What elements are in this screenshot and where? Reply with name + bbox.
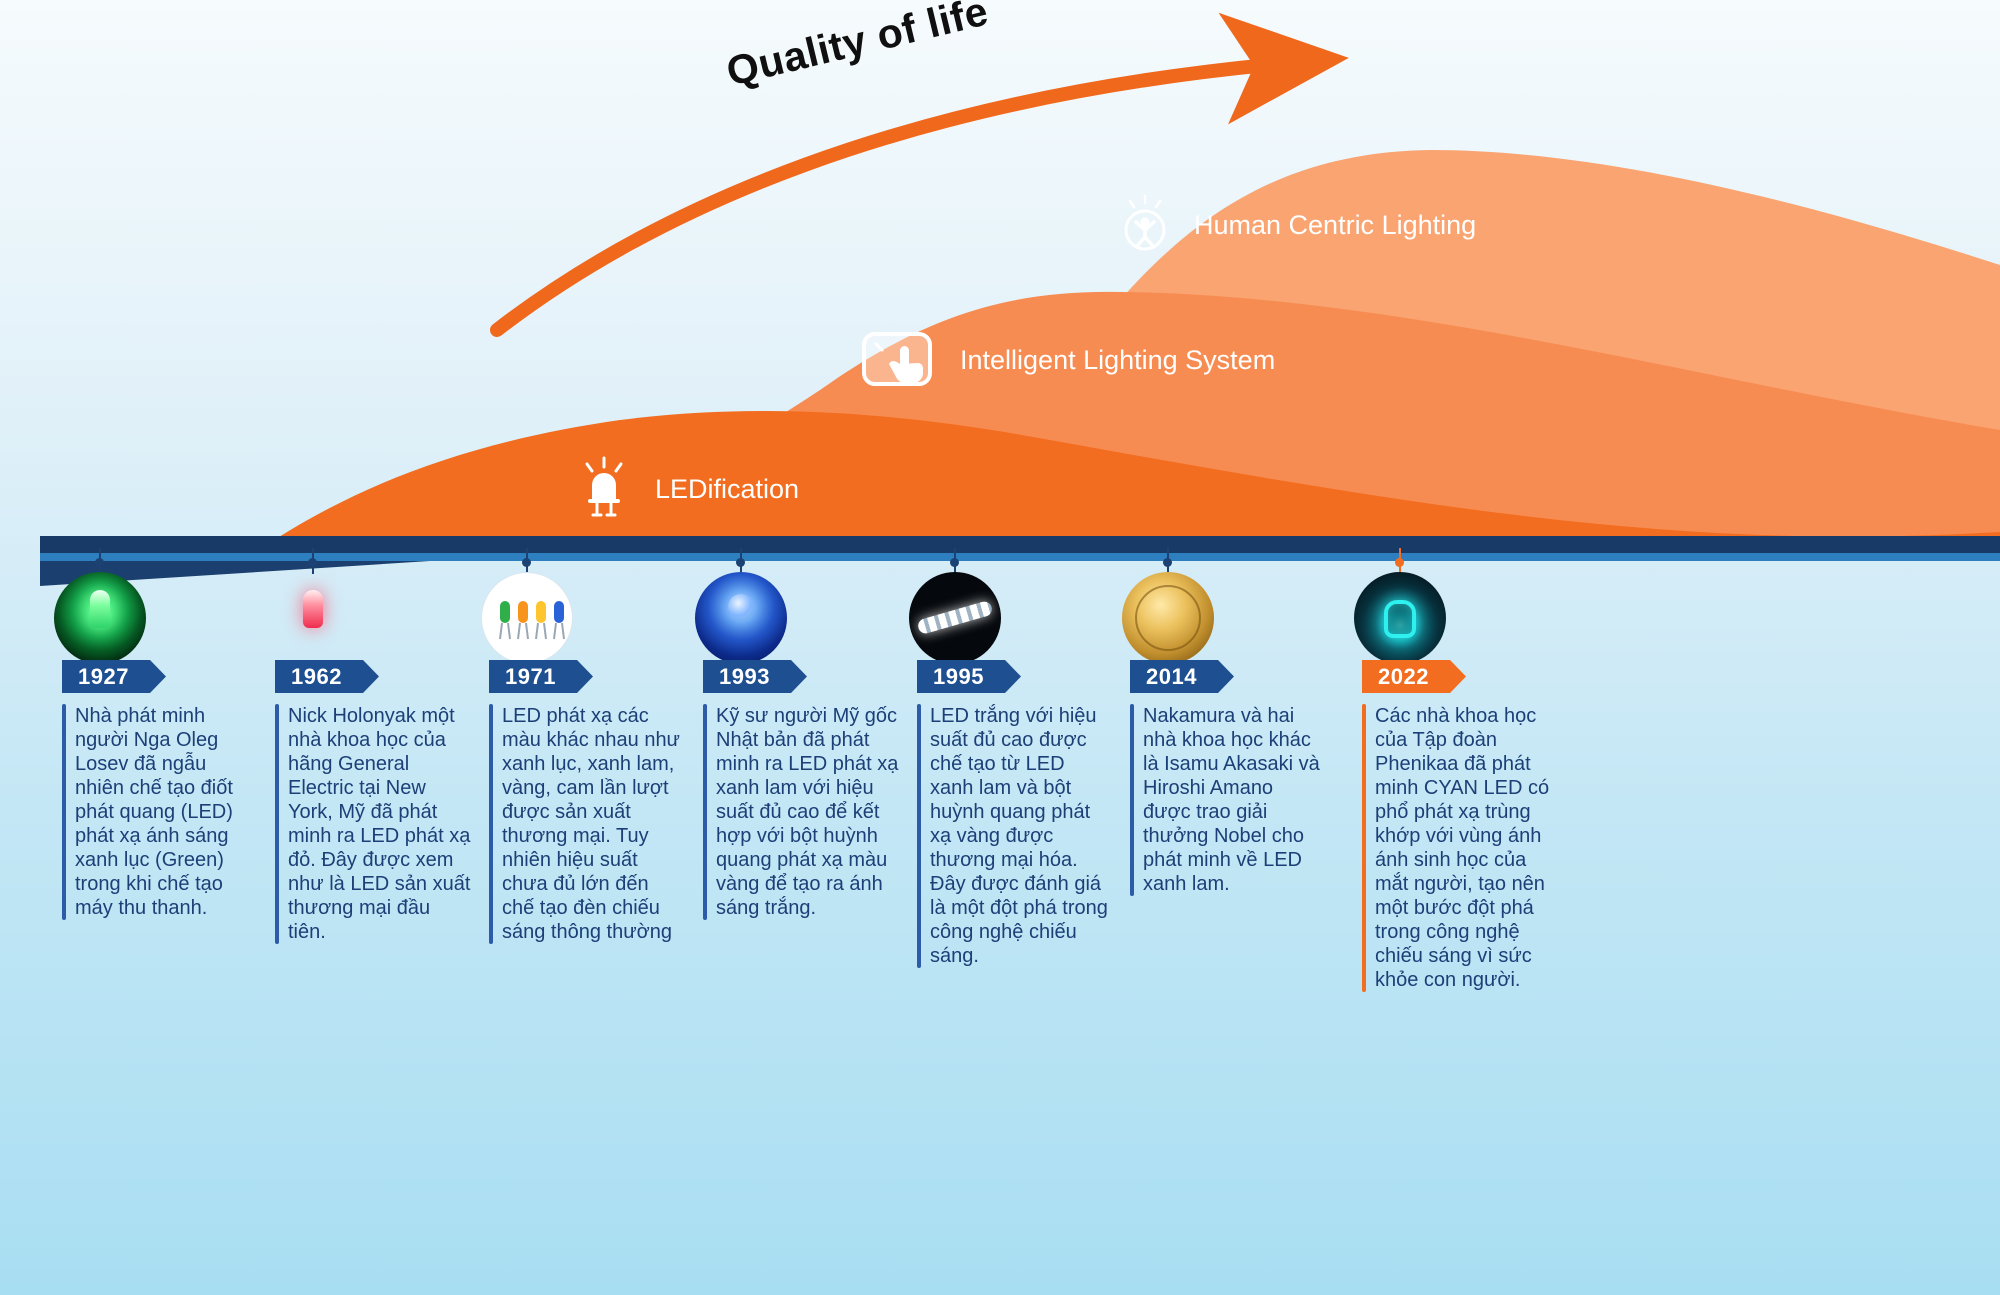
connector-dot [1395, 558, 1404, 567]
accent-line [275, 704, 279, 944]
stage-label: Intelligent Lighting System [960, 344, 1276, 375]
stage-human-centric: Human Centric Lighting [1118, 194, 1476, 256]
color-leds-photo [481, 572, 573, 664]
connector-dot [950, 558, 959, 567]
connector-dot [522, 558, 531, 567]
cyan-led-photo [1354, 572, 1446, 664]
timeline-bar-blue [40, 553, 2000, 561]
milestone-description: Kỹ sư người Mỹ gốc Nhật bản đã phát minh… [716, 705, 899, 919]
quality-arrow [490, 12, 1349, 337]
accent-line [1362, 704, 1366, 992]
milestone-description: LED phát xạ các màu khác nhau như xanh l… [502, 705, 680, 943]
color-leds-graphic [499, 601, 565, 640]
human-in-bulb-icon [1124, 194, 1166, 251]
connector-dot [736, 558, 745, 567]
year-badge: 1971 [489, 660, 593, 693]
green-led-photo [54, 572, 146, 664]
year-badge: 1993 [703, 660, 807, 693]
year-label: 1993 [719, 663, 770, 689]
stage-intelligent-lighting: Intelligent Lighting System [860, 328, 1275, 392]
accent-line [703, 704, 707, 920]
stage-label: Human Centric Lighting [1194, 209, 1477, 240]
connector-dot [308, 558, 317, 567]
year-label: 1995 [933, 663, 984, 689]
accent-line [489, 704, 493, 944]
led-bulb-icon [585, 456, 623, 517]
year-badge: 2014 [1130, 660, 1234, 693]
wave-ledification [250, 410, 2000, 556]
accent-line [917, 704, 921, 968]
blue-led-photo [695, 572, 787, 664]
year-badge: 1927 [62, 660, 166, 693]
stage-label: LEDification [655, 473, 800, 504]
year-label: 1927 [78, 663, 129, 689]
red-led-photo [267, 572, 359, 664]
year-badge: 2022 [1362, 660, 1466, 693]
year-badge: 1962 [275, 660, 379, 693]
accent-line [62, 704, 66, 920]
connector-dot [1163, 558, 1172, 567]
milestone-description: Nakamura và hai nhà khoa học khác là Isa… [1143, 705, 1320, 895]
year-badge: 1995 [917, 660, 1021, 693]
touch-gesture-icon [862, 332, 932, 386]
year-label: 2022 [1378, 663, 1429, 689]
connector-dot [95, 558, 104, 567]
nobel-medal-photo [1122, 572, 1214, 664]
timeline-left-wedge [40, 561, 430, 586]
white-strip-photo [909, 572, 1001, 664]
milestone-description: Các nhà khoa học của Tập đoàn Phenikaa đ… [1375, 705, 1550, 991]
stage-ledification: LEDification [575, 455, 799, 523]
year-label: 1962 [291, 663, 342, 689]
timeline-bar-navy [40, 536, 2000, 553]
milestone-description: LED trắng với hiệu suất đủ cao được chế … [930, 705, 1108, 967]
year-label: 2014 [1146, 663, 1197, 689]
milestone-description: Nhà phát minh người Nga Oleg Losev đã ng… [75, 705, 233, 919]
year-label: 1971 [505, 663, 556, 689]
accent-line [1130, 704, 1134, 896]
milestone-description: Nick Holonyak một nhà khoa học của hãng … [288, 705, 471, 943]
